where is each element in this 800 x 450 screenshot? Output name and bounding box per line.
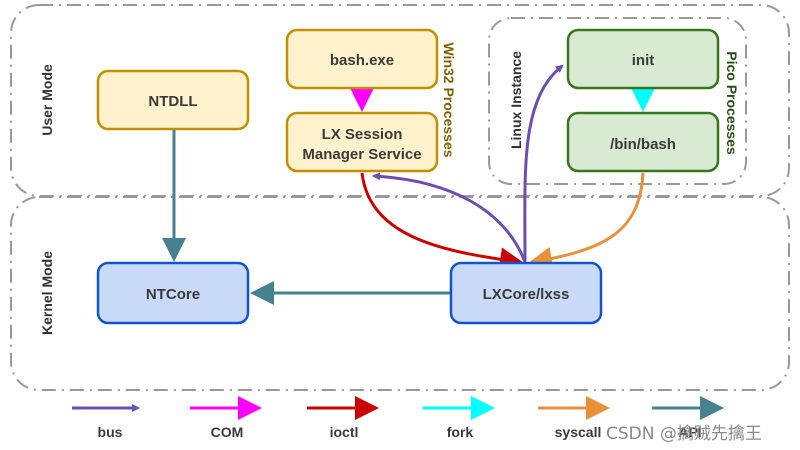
legend: bus COM ioctl fork syscall API [72,396,724,440]
node-bin-bash[interactable]: /bin/bash [566,111,720,173]
legend-label-ioctl: ioctl [330,424,359,440]
legend-item-syscall: syscall [538,396,610,440]
node-init[interactable]: init [566,28,720,90]
kernel-mode-label: Kernel Mode [39,251,55,335]
legend-item-bus: bus [72,404,140,440]
linux-instance-label: Linux Instance [508,51,524,149]
pico-processes-label: Pico Processes [724,51,740,155]
edge-lxcore-lxsession-bus [372,172,527,263]
legend-item-com: COM [190,396,262,440]
legend-label-syscall: syscall [555,424,602,440]
edge-lxcore-init-bus [523,64,564,263]
node-ntdll[interactable]: NTDLL [96,69,250,131]
node-bash-exe[interactable]: bash.exe [285,28,439,90]
node-lxcore-label: LXCore/lxss [483,286,570,303]
node-ntdll-label: NTDLL [148,93,197,110]
watermark: CSDN @擒贼先擒王 [606,424,762,444]
node-ntcore[interactable]: NTCore [96,261,250,325]
node-lxcore[interactable]: LXCore/lxss [449,261,603,325]
node-lx-session-label-line2: Manager Service [302,146,421,163]
edge-binbash-lxcore-syscall [528,172,645,271]
node-lx-session-label-line1: LX Session [322,126,403,143]
legend-item-ioctl: ioctl [307,396,379,440]
user-mode-region [10,4,790,197]
legend-label-bus: bus [98,424,123,440]
legend-label-api: API [678,424,701,440]
node-init-label: init [632,52,655,69]
node-ntcore-label: NTCore [146,286,200,303]
node-bash-exe-label: bash.exe [330,52,394,69]
user-mode-label: User Mode [39,64,55,136]
win32-processes-label: Win32 Processes [441,42,457,157]
node-bin-bash-label: /bin/bash [610,136,676,153]
legend-label-fork: fork [447,424,474,440]
node-lx-session-manager[interactable]: LX Session Manager Service [285,111,439,173]
legend-label-com: COM [211,424,244,440]
linux-instance-region [488,17,747,185]
legend-item-api: API [652,396,724,440]
legend-item-fork: fork [423,396,495,440]
edge-lxsession-lxcore-ioctl [360,172,524,272]
